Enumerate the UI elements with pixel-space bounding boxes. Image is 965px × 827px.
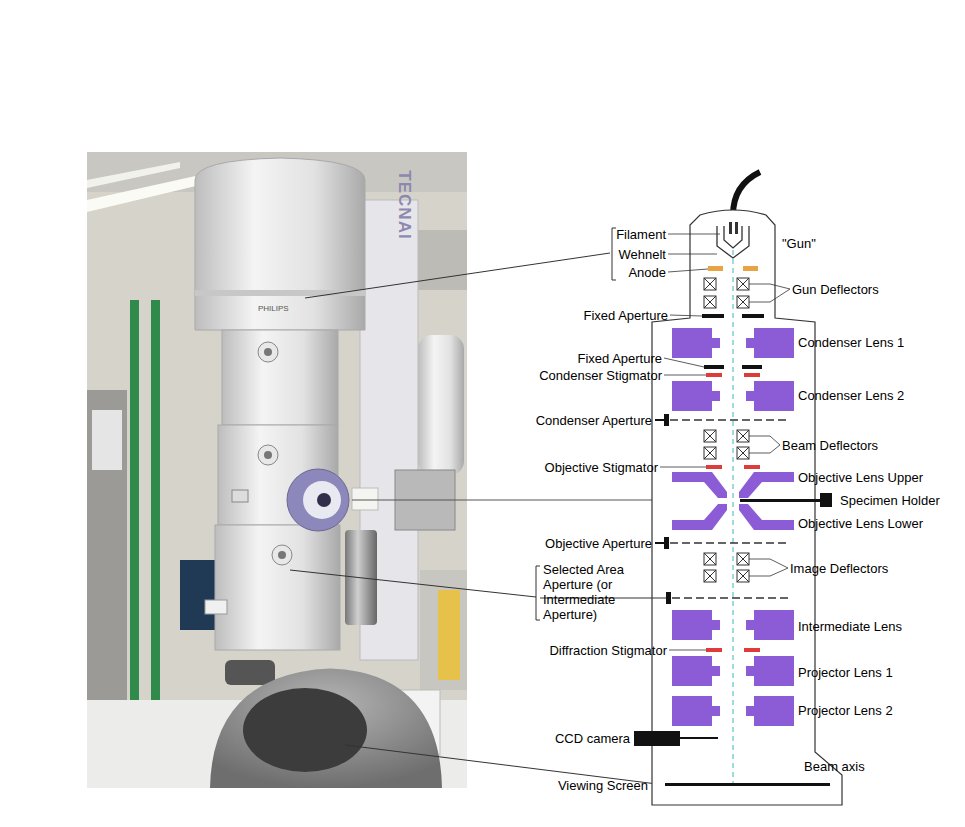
part-label: "Gun"	[782, 236, 816, 251]
part-label: Beam Deflectors	[782, 438, 878, 453]
label-leaders	[660, 234, 790, 650]
part-label: Objective Aperture	[545, 536, 652, 551]
part-label: Filament	[616, 227, 666, 242]
part-label: Objective Stigmator	[545, 460, 658, 475]
part-label: Projector Lens 2	[798, 703, 893, 718]
part-label: Objective Lens Upper	[798, 470, 923, 485]
part-label: Viewing Screen	[558, 778, 648, 793]
part-label: Intermediate Lens	[798, 619, 902, 634]
part-label: Condenser Lens 2	[798, 388, 904, 403]
microscope-photo	[87, 152, 467, 788]
part-label: Condenser Aperture	[536, 413, 652, 428]
brand-text: PHILIPS	[258, 304, 289, 314]
part-label: CCD camera	[555, 731, 630, 746]
part-label: Anode	[628, 265, 666, 280]
column-schematic	[540, 172, 842, 805]
part-label: Wehnelt	[619, 247, 666, 262]
part-label: Objective Lens Lower	[798, 516, 923, 531]
brand-text: TECNAI	[395, 170, 414, 239]
part-label: Beam axis	[804, 759, 865, 774]
part-label: Gun Deflectors	[792, 282, 879, 297]
part-label: Image Deflectors	[790, 561, 888, 576]
part-label: Condenser Stigmator	[539, 368, 662, 383]
part-label: Projector Lens 1	[798, 665, 893, 680]
part-label: Fixed Aperture	[577, 351, 662, 366]
part-label: Fixed Aperture	[583, 308, 668, 323]
part-label: Diffraction Stigmator	[549, 643, 667, 658]
part-label: Specimen Holder	[840, 493, 940, 508]
part-label: Selected Area Aperture (or Intermediate …	[543, 562, 635, 622]
part-label: Condenser Lens 1	[798, 335, 904, 350]
